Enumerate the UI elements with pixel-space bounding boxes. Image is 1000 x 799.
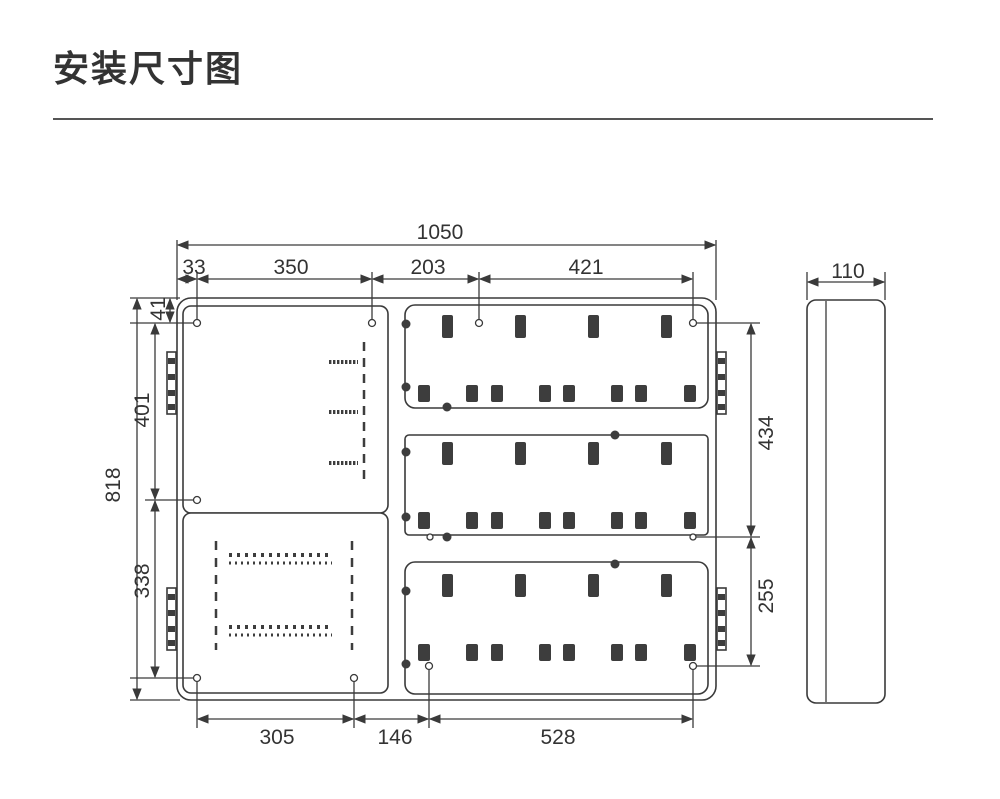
mount-hole [192,318,202,328]
meter-panel-lower [182,512,389,694]
dim-top-right-width: 421 [568,256,603,279]
right-hinge-lower [716,587,727,651]
dim-total-width: 1050 [417,221,464,244]
left-hinge-lower [166,587,177,651]
side-view-body [806,299,886,704]
dimension-lines [130,240,886,728]
front-view [166,297,727,701]
dim-left-upper-height: 401 [131,392,154,427]
dim-top-left-offset: 33 [182,256,205,279]
dim-right-lower-height: 255 [755,578,778,613]
right-panel-top [404,304,709,409]
mount-hole [424,661,434,671]
right-hinge-upper [716,351,727,415]
mount-hole [688,318,698,328]
breaker-row [401,559,696,669]
mount-hole [367,318,377,328]
dim-left-lower-height: 338 [131,563,154,598]
right-panel-bottom [404,561,709,695]
meter-terminal-strips-upper [329,342,366,486]
dim-bottom-mid-width: 146 [377,726,412,749]
breaker-row [401,430,697,542]
page-title: 安装尺寸图 [53,49,244,90]
mount-hole [474,318,484,328]
dim-top-left-width: 350 [273,256,308,279]
meter-panel-upper [182,305,389,514]
mount-hole [192,495,202,505]
title-divider [53,118,933,120]
mount-hole [192,673,202,683]
dimension-labels: 1050 33 350 203 421 41 818 401 338 434 2… [102,221,865,749]
side-view [806,299,886,704]
meter-terminal-strips-lower [214,541,354,650]
dim-top-mid-width: 203 [410,256,445,279]
breaker-row [401,315,696,412]
dim-total-height: 818 [102,467,125,502]
dim-bottom-left-width: 305 [259,726,294,749]
dim-depth: 110 [831,260,864,283]
dim-right-upper-height: 434 [755,415,778,450]
dim-bottom-right-width: 528 [540,726,575,749]
mount-hole [349,673,359,683]
left-hinge-upper [166,351,177,415]
right-panel-middle [404,434,709,536]
mount-hole [688,661,698,671]
dim-top-vertical-offset: 41 [147,297,170,320]
